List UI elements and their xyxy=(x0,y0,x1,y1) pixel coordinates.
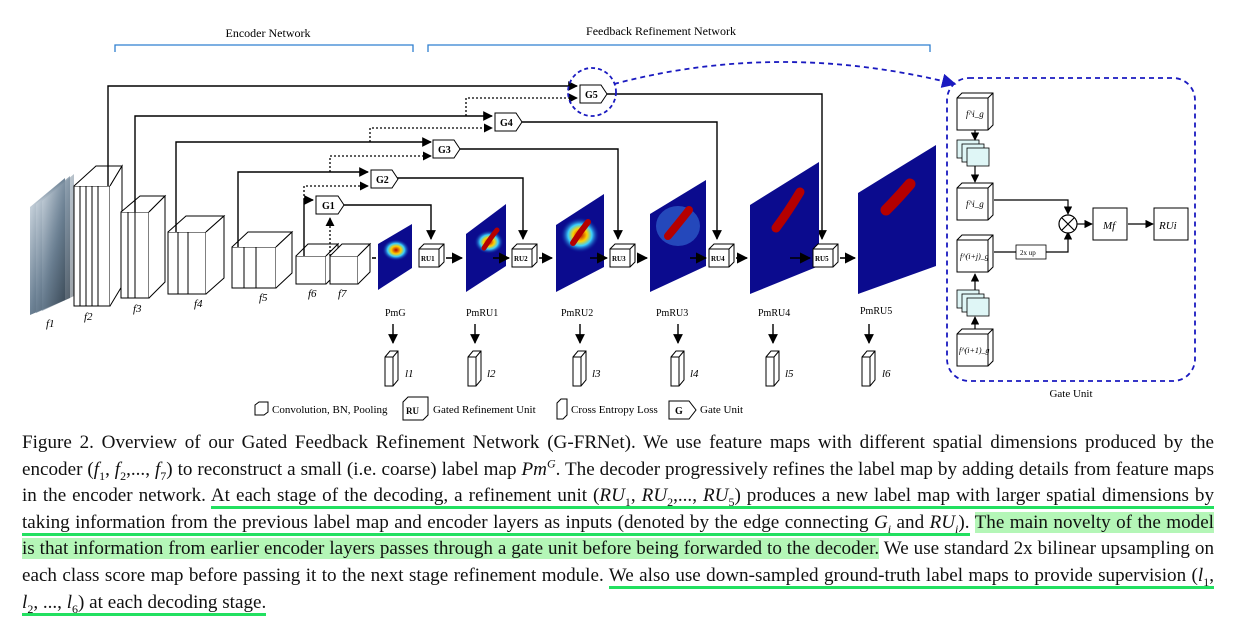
highlight-underline-2: We also use down-sampled ground-truth la… xyxy=(22,564,1214,616)
gate-to-ru-lines xyxy=(343,93,827,240)
encoder-label: Encoder Network xyxy=(226,26,311,40)
label-f7: f7 xyxy=(338,288,347,300)
feedback-label: Feedback Refinement Network xyxy=(586,24,736,38)
legend-ru: RU Gated Refinement Unit xyxy=(402,396,536,421)
gate-unit-detail: Gate Unit xyxy=(946,77,1196,400)
svg-text:RU: RU xyxy=(406,406,419,416)
pred-map-1 xyxy=(466,204,506,292)
svg-text:f^i_g: f^i_g xyxy=(966,199,984,209)
loss-arrows xyxy=(388,324,874,344)
svg-text:Gate Unit: Gate Unit xyxy=(700,404,743,416)
dotted-connections xyxy=(303,93,578,256)
highlight-underline-1: At each stage of the decoding, a refinem… xyxy=(22,485,1215,536)
pred-label-0: PmG xyxy=(385,308,406,319)
svg-text:l4: l4 xyxy=(690,368,699,380)
svg-text:Gated Refinement Unit: Gated Refinement Unit xyxy=(433,404,536,416)
loss-blocks xyxy=(384,350,876,387)
pred-label-3: PmRU3 xyxy=(656,308,688,319)
encoder-bracket: Encoder Network xyxy=(114,26,414,52)
svg-text:G4: G4 xyxy=(500,118,513,129)
svg-text:G5: G5 xyxy=(585,90,598,101)
legend: Convolution, BN, Pooling RU Gated Refine… xyxy=(254,396,743,421)
svg-text:f^(i+1)_g: f^(i+1)_g xyxy=(959,346,990,355)
pred-label-5: PmRU5 xyxy=(860,306,892,317)
architecture-diagram: Encoder Network Feedback Refinement Netw… xyxy=(30,24,1196,421)
skip-connections xyxy=(107,81,578,256)
ru-2: RU2 xyxy=(511,243,538,268)
svg-text:l5: l5 xyxy=(785,368,794,380)
pred-label-1: PmRU1 xyxy=(466,308,498,319)
svg-text:l6: l6 xyxy=(882,368,891,380)
svg-text:Mf: Mf xyxy=(1102,220,1117,232)
refinement-units: RU1 RU2 RU3 RU4 RU5 xyxy=(418,243,839,268)
svg-text:Convolution, BN, Pooling: Convolution, BN, Pooling xyxy=(272,404,388,416)
multiply-icon xyxy=(1058,214,1078,234)
encoder-blocks xyxy=(73,164,372,307)
pred-label-4: PmRU4 xyxy=(758,308,790,319)
svg-text:RU5: RU5 xyxy=(815,255,829,263)
legend-gate: G Gate Unit xyxy=(668,400,743,420)
ru-5: RU5 xyxy=(812,243,839,268)
ru-4: RU4 xyxy=(708,243,735,268)
svg-text:l3: l3 xyxy=(592,368,601,380)
svg-text:f^i_g: f^i_g xyxy=(966,109,984,119)
pred-map-3 xyxy=(650,180,706,292)
svg-text:RU2: RU2 xyxy=(514,255,528,263)
label-f4: f4 xyxy=(194,298,203,310)
label-f5: f5 xyxy=(259,292,268,304)
pred-map-4 xyxy=(750,162,819,294)
prediction-labels: PmG PmRU1 PmRU2 PmRU3 PmRU4 PmRU5 xyxy=(385,306,892,319)
pred-map-0 xyxy=(378,224,412,290)
input-image xyxy=(30,174,74,315)
legend-ce: Cross Entropy Loss xyxy=(556,398,658,420)
feedback-bracket: Feedback Refinement Network xyxy=(427,24,931,52)
gate-g4: G4 xyxy=(494,112,523,132)
pred-label-2: PmRU2 xyxy=(561,308,593,319)
gate-units: G1 G2 G3 G4 G5 xyxy=(315,67,617,215)
ru-1: RU1 xyxy=(418,243,445,268)
gate-g1: G1 xyxy=(315,195,345,215)
svg-text:G: G xyxy=(675,406,683,417)
label-f1: f1 xyxy=(46,318,55,330)
gate-g5: G5 xyxy=(567,67,617,117)
ru-3: RU3 xyxy=(609,243,636,268)
label-f3: f3 xyxy=(133,303,142,315)
feature-labels: f1 f2 f3 f4 f5 f6 f7 xyxy=(46,288,347,330)
svg-text:RU4: RU4 xyxy=(711,255,725,263)
svg-text:Cross Entropy Loss: Cross Entropy Loss xyxy=(571,404,658,416)
label-f6: f6 xyxy=(308,288,317,300)
gate-unit-caption: Gate Unit xyxy=(1049,388,1092,400)
svg-text:G2: G2 xyxy=(376,175,389,186)
svg-text:RU3: RU3 xyxy=(612,255,626,263)
loss-labels: l1 l2 l3 l4 l5 l6 xyxy=(405,368,891,380)
svg-text:2x up: 2x up xyxy=(1020,249,1036,257)
svg-text:G3: G3 xyxy=(438,145,451,156)
svg-text:l2: l2 xyxy=(487,368,496,380)
prediction-maps xyxy=(378,145,936,294)
svg-text:G1: G1 xyxy=(322,201,335,212)
svg-text:RU1: RU1 xyxy=(421,255,435,263)
svg-text:RUi: RUi xyxy=(1158,220,1177,232)
svg-text:l1: l1 xyxy=(405,368,414,380)
callout-arrow xyxy=(613,61,957,88)
label-f2: f2 xyxy=(84,311,93,323)
figure-caption: Figure 2. Overview of our Gated Feedback… xyxy=(22,432,1215,616)
pred-map-2 xyxy=(556,194,604,292)
gate-g2: G2 xyxy=(370,169,399,189)
legend-conv: Convolution, BN, Pooling xyxy=(254,401,388,416)
gate-g3: G3 xyxy=(432,139,461,159)
svg-text:f^(i+j)_g: f^(i+j)_g xyxy=(960,252,989,261)
pred-map-5 xyxy=(858,145,936,294)
